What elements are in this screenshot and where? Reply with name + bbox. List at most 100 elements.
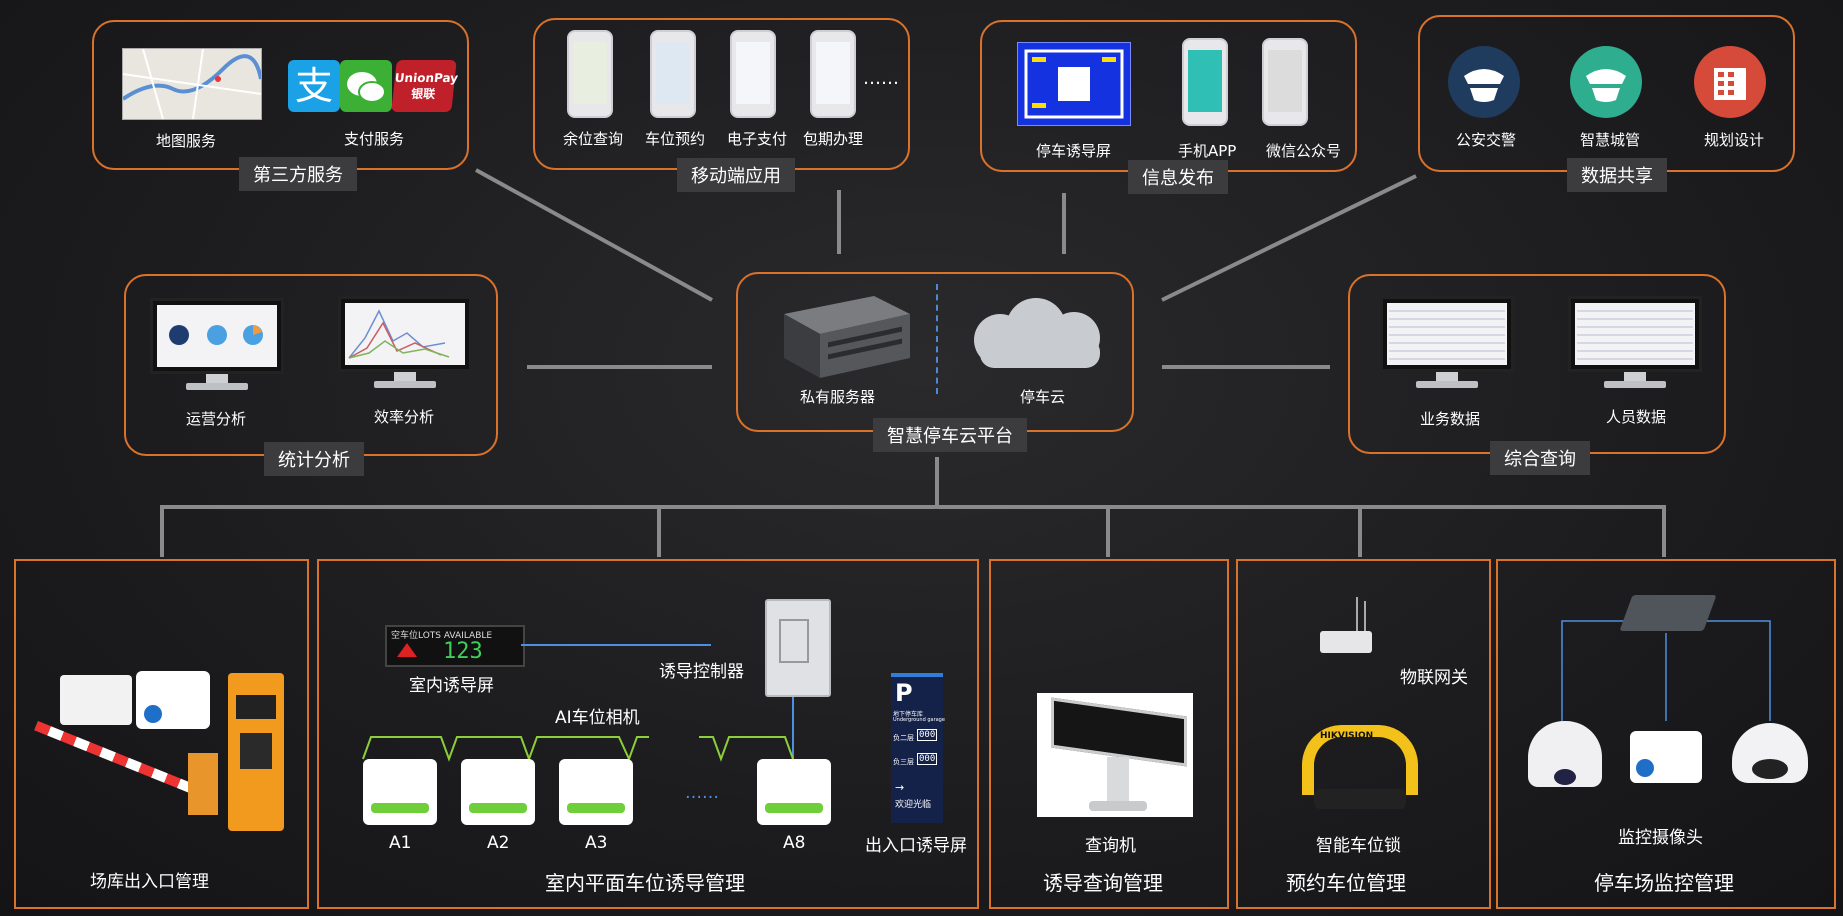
unionpay-icon[interactable]: UnionPay 银联 [391, 60, 459, 112]
query-item-1: 业务数据 [1420, 410, 1481, 428]
third-party-tag: 第三方服务 [239, 157, 357, 191]
camera-a1-label: A1 [389, 833, 412, 853]
share-panel: 公安交警 智慧城管 规划设计 [1418, 15, 1795, 172]
ai-camera-a8 [757, 759, 831, 825]
controller-label: 诱导控制器 [659, 662, 744, 682]
indoor-title: 室内平面车位诱导管理 [545, 871, 745, 895]
ai-camera-label: AI车位相机 [555, 708, 640, 728]
wechat-pay-icon[interactable] [340, 60, 392, 112]
query-item-2: 人员数据 [1606, 408, 1667, 426]
publish-panel: 停车诱导屏 手机APP 微信公众号 [980, 20, 1357, 172]
more-dots: …… [863, 68, 899, 89]
gate-camera [136, 671, 210, 729]
camera-a2-label: A2 [487, 833, 510, 853]
platform-divider [936, 284, 938, 394]
entrance-sign: P 地下停车库 Underground garage 负二层 000 负三层 0… [891, 673, 945, 823]
publish-item-2: 手机APP [1178, 142, 1237, 160]
bullet-camera [1630, 731, 1702, 783]
gateway-label: 物联网关 [1400, 668, 1468, 688]
payment-service-label: 支付服务 [344, 130, 405, 148]
query-tag: 综合查询 [1490, 441, 1590, 475]
mobile-item-2: 车位预约 [645, 130, 706, 148]
share-item-2: 智慧城管 [1580, 131, 1641, 149]
sign-row-1-value: 000 [917, 729, 938, 741]
planning-icon [1694, 46, 1766, 118]
mobile-panel: …… 余位查询 车位预约 电子支付 包期办理 [533, 18, 910, 170]
publish-tag: 信息发布 [1128, 160, 1228, 194]
third-party-panel: 支 UnionPay 银联 地图服务 支付服务 [92, 20, 469, 170]
phone-subscription [810, 30, 856, 118]
led-text: 空车位LOTS AVAILABLE [391, 631, 493, 641]
share-item-1: 公安交警 [1456, 131, 1517, 149]
camera-dots: …… [685, 783, 719, 803]
publish-item-1: 停车诱导屏 [1036, 142, 1112, 160]
server-label: 私有服务器 [800, 388, 876, 406]
kiosk-machine [1037, 693, 1193, 817]
sign-welcome: 欢迎光临 [895, 800, 932, 810]
barrier-arm [34, 721, 205, 798]
personnel-data-monitor [1568, 296, 1702, 388]
publish-item-3: 微信公众号 [1266, 142, 1342, 160]
monitor-panel: 监控摄像头 停车场监控管理 [1496, 559, 1836, 909]
cloud-icon [960, 294, 1120, 374]
dome-camera-right [1732, 723, 1808, 783]
stats-item-2: 效率分析 [374, 408, 435, 426]
business-data-monitor [1380, 296, 1514, 388]
led-arrow-icon [397, 643, 417, 657]
ticket-machine [228, 673, 284, 831]
efficiency-monitor [338, 296, 472, 388]
map-service-label: 地图服务 [156, 132, 217, 150]
stats-panel: 运营分析 效率分析 [124, 274, 498, 456]
guidance-screen-thumbnail [1017, 42, 1131, 126]
gate-title: 场库出入口管理 [90, 872, 209, 892]
wechat-phone [1262, 38, 1308, 126]
mobile-item-4: 包期办理 [803, 130, 864, 148]
lock-panel: 物联网关 HIKVISION 智能车位锁 预约车位管理 [1236, 559, 1491, 909]
indoor-led-screen: 空车位LOTS AVAILABLE 123 [385, 625, 525, 667]
cloud-label: 停车云 [1020, 388, 1066, 406]
led-number: 123 [443, 639, 483, 664]
sign-p: P [895, 679, 913, 707]
control-cabinet [765, 599, 831, 697]
lock-brand: HIKVISION [1320, 731, 1374, 741]
gate-light [60, 675, 132, 725]
kiosk-panel: 查询机 诱导查询管理 [989, 559, 1229, 909]
kiosk-item-label: 查询机 [1085, 836, 1136, 856]
ai-camera-a2 [461, 759, 535, 825]
app-phone [1182, 38, 1228, 126]
operations-monitor [150, 298, 284, 390]
camera-a3-label: A3 [585, 833, 608, 853]
lock-title: 预约车位管理 [1286, 871, 1406, 895]
indoor-panel: 空车位LOTS AVAILABLE 123 室内诱导屏 诱导控制器 AI车位相机… [317, 559, 979, 909]
gate-panel: 场库出入口管理 [14, 559, 309, 909]
camera-a8-label: A8 [783, 833, 806, 853]
mobile-tag: 移动端应用 [677, 158, 795, 192]
sign-title: 地下停车库 [893, 711, 924, 718]
lock-item-label: 智能车位锁 [1316, 836, 1401, 856]
network-switch [1619, 595, 1717, 631]
phone-reserve [650, 30, 696, 118]
sign-row-1-label: 负二层 [893, 734, 914, 742]
phone-payment [730, 30, 776, 118]
share-tag: 数据共享 [1567, 158, 1667, 192]
urban-management-icon [1570, 46, 1642, 118]
police-icon [1448, 46, 1520, 118]
alipay-icon[interactable]: 支 [288, 60, 340, 112]
mobile-item-1: 余位查询 [563, 130, 624, 148]
ai-camera-a1 [363, 759, 437, 825]
monitor-item-label: 监控摄像头 [1618, 828, 1703, 848]
mobile-item-3: 电子支付 [727, 130, 788, 148]
platform-panel: 私有服务器 停车云 [736, 272, 1134, 432]
dome-camera-left [1528, 721, 1602, 787]
ai-camera-a3 [559, 759, 633, 825]
sign-subtitle: Underground garage [893, 717, 945, 723]
entrance-screen-label: 出入口诱导屏 [865, 836, 967, 856]
gateway-device [1320, 597, 1372, 653]
parking-lock: HIKVISION [1300, 725, 1420, 815]
monitor-title: 停车场监控管理 [1594, 871, 1734, 895]
share-item-3: 规划设计 [1704, 131, 1765, 149]
barrier-base [188, 753, 218, 815]
query-panel: 业务数据 人员数据 [1348, 274, 1726, 454]
indoor-screen-label: 室内诱导屏 [409, 676, 494, 696]
